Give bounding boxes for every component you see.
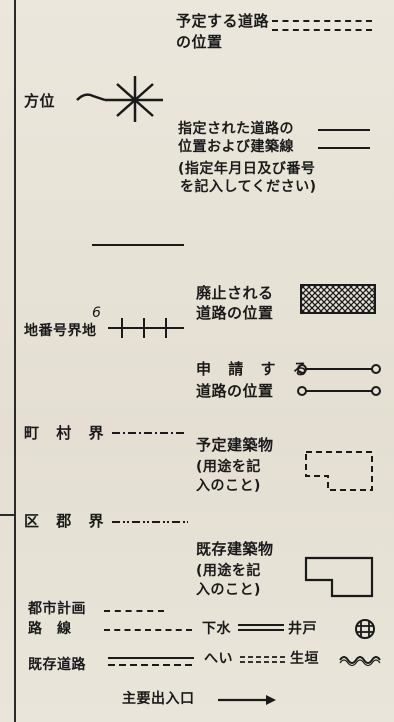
main-entrance-label: 主要出入口 [122, 691, 195, 707]
planned-building-label-2: (用途を記 [196, 459, 261, 475]
compass-icon [76, 76, 163, 122]
left-border-line [14, 0, 16, 722]
direction-label: 方位 [24, 92, 56, 110]
planned-road-label-2: の位置 [176, 33, 223, 51]
designated-road-label-2: 位置および建築線 [178, 139, 294, 155]
well-icon [355, 619, 375, 639]
sewer-icon [238, 624, 284, 631]
fence-icon [240, 656, 286, 663]
hedge-icon [339, 656, 381, 667]
planned-building-label-3: 入のこと) [196, 478, 261, 494]
town-boundary-line [112, 432, 184, 434]
abolished-road-label-1: 廃止される [196, 284, 274, 302]
entrance-arrow-icon [218, 695, 276, 705]
hedge-label: 生垣 [290, 651, 319, 667]
lot-boundary-label: 地番号界地 [24, 323, 97, 339]
hatched-area-icon [300, 284, 376, 314]
designated-road-label-1: 指定された道路の [178, 121, 294, 137]
planned-building-label-1: 予定建築物 [196, 436, 274, 454]
existing-building-label-3: 入のこと) [196, 582, 261, 598]
city-plan-line-bottom [104, 629, 192, 631]
fence-label: へい [204, 651, 233, 667]
existing-road-icon [108, 657, 194, 666]
planned-road-line-bottom [272, 29, 372, 31]
designated-road-line-bottom [318, 147, 370, 149]
designated-road-note-1: (指定年月日及び番号 [178, 161, 316, 177]
planned-building-icon [305, 451, 373, 491]
existing-building-label-2: (用途を記 [196, 563, 261, 579]
existing-building-label-1: 既存建築物 [196, 540, 274, 558]
city-plan-label-2: 路 線 [28, 621, 72, 637]
sewer-label: 下水 [202, 621, 231, 637]
abolished-road-label-2: 道路の位置 [196, 304, 274, 322]
well-label: 井戸 [288, 621, 317, 637]
designated-road-line-top [318, 129, 370, 131]
planned-road-label-1: 予定する道路 [176, 12, 270, 30]
existing-road-label: 既存道路 [28, 657, 86, 673]
plain-solid-line [92, 244, 184, 246]
ward-boundary-line [112, 521, 188, 523]
applied-road-icon [297, 364, 381, 396]
lot-number-digit: 6 [92, 305, 102, 321]
city-plan-line-top [104, 610, 164, 612]
applied-road-label-2: 道路の位置 [196, 382, 274, 400]
applied-road-label-1: 申 請 す る [196, 360, 314, 378]
city-plan-label-1: 都市計画 [28, 601, 86, 617]
town-boundary-label: 町 村 界 [24, 424, 110, 442]
planned-road-line-top [272, 20, 372, 22]
designated-road-note-2: を記入してください) [180, 179, 317, 195]
lot-boundary-icon [108, 318, 184, 338]
existing-building-icon [304, 556, 374, 598]
ward-boundary-label: 区 郡 界 [24, 512, 110, 530]
border-stub-line [0, 514, 14, 516]
